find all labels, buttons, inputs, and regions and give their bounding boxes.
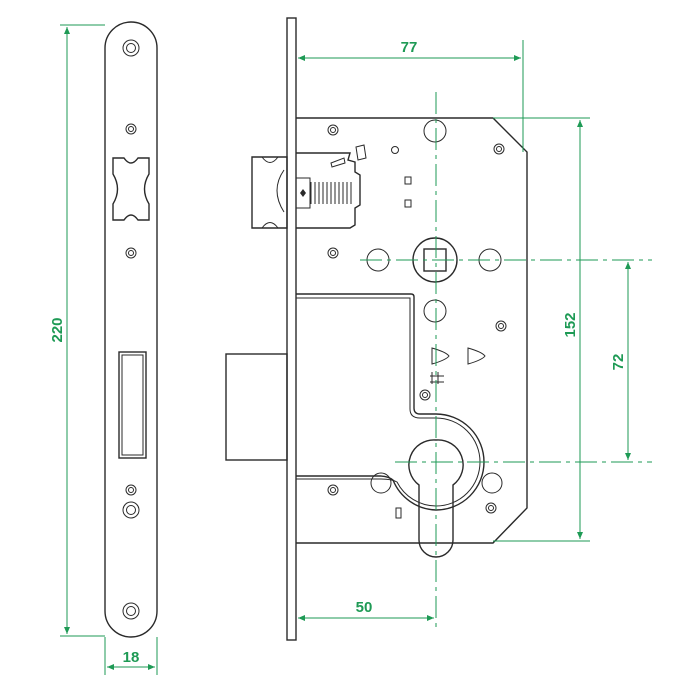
spring (310, 182, 352, 204)
dimension-220: 220 (49, 24, 105, 637)
dimension-72: 72 (610, 262, 631, 460)
latch-opening (112, 157, 150, 221)
dimension-50: 50 (298, 599, 434, 621)
faceplate-front-view (104, 21, 158, 638)
svg-text:152: 152 (562, 312, 579, 337)
svg-text:72: 72 (610, 354, 627, 371)
lock-case (296, 117, 528, 544)
dimension-18: 18 (104, 637, 158, 675)
svg-text:50: 50 (356, 599, 373, 616)
faceplate-edge (286, 17, 297, 641)
svg-text:77: 77 (401, 39, 418, 56)
latch-bolt (251, 156, 288, 229)
dimension-77: 77 (298, 39, 524, 152)
svg-text:220: 220 (49, 317, 66, 342)
cylinder-cutout (408, 439, 464, 558)
lock-body-side-view (225, 17, 528, 641)
centre-lines (360, 92, 652, 632)
dimension-152: 152 (493, 117, 590, 542)
bolt-opening (118, 351, 147, 459)
svg-text:18: 18 (123, 649, 140, 666)
deadbolt (225, 353, 288, 461)
